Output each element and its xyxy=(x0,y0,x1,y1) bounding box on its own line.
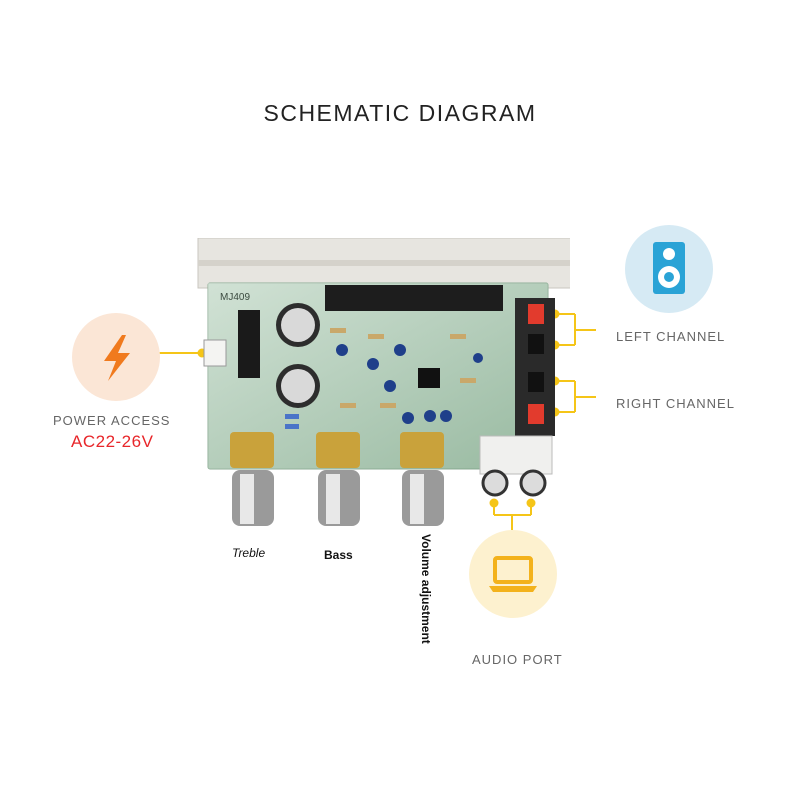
lightning-icon xyxy=(104,335,130,381)
pot-treble xyxy=(230,432,274,526)
audio-port-label: AUDIO PORT xyxy=(472,652,563,667)
pot-volume xyxy=(400,432,444,526)
speaker-icon-circle xyxy=(625,225,713,313)
board-marking: MJ409 xyxy=(220,292,250,303)
power-icon-circle xyxy=(72,313,160,401)
ic-chip xyxy=(325,285,503,311)
laptop-icon-circle xyxy=(469,530,557,618)
rca-jack-right xyxy=(519,469,547,497)
power-connector xyxy=(203,339,227,367)
power-access-label: POWER ACCESS xyxy=(53,413,171,428)
laptop-icon xyxy=(489,556,537,592)
amplifier-board: MJ409 xyxy=(197,238,570,526)
regulator-chip xyxy=(238,310,260,378)
page-title: SCHEMATIC DIAGRAM xyxy=(263,100,537,126)
right-channel-label: RIGHT CHANNEL xyxy=(616,396,735,411)
volume-label: Volume adjustment xyxy=(419,534,433,644)
treble-label: Treble xyxy=(232,546,266,560)
left-channel-label: LEFT CHANNEL xyxy=(616,329,726,344)
speaker-icon xyxy=(653,242,685,294)
power-voltage-label: AC22-26V xyxy=(71,432,154,451)
rca-jack-block xyxy=(479,435,553,475)
pot-bass xyxy=(316,432,360,526)
rca-jack-left xyxy=(481,469,509,497)
bass-label: Bass xyxy=(324,548,353,562)
